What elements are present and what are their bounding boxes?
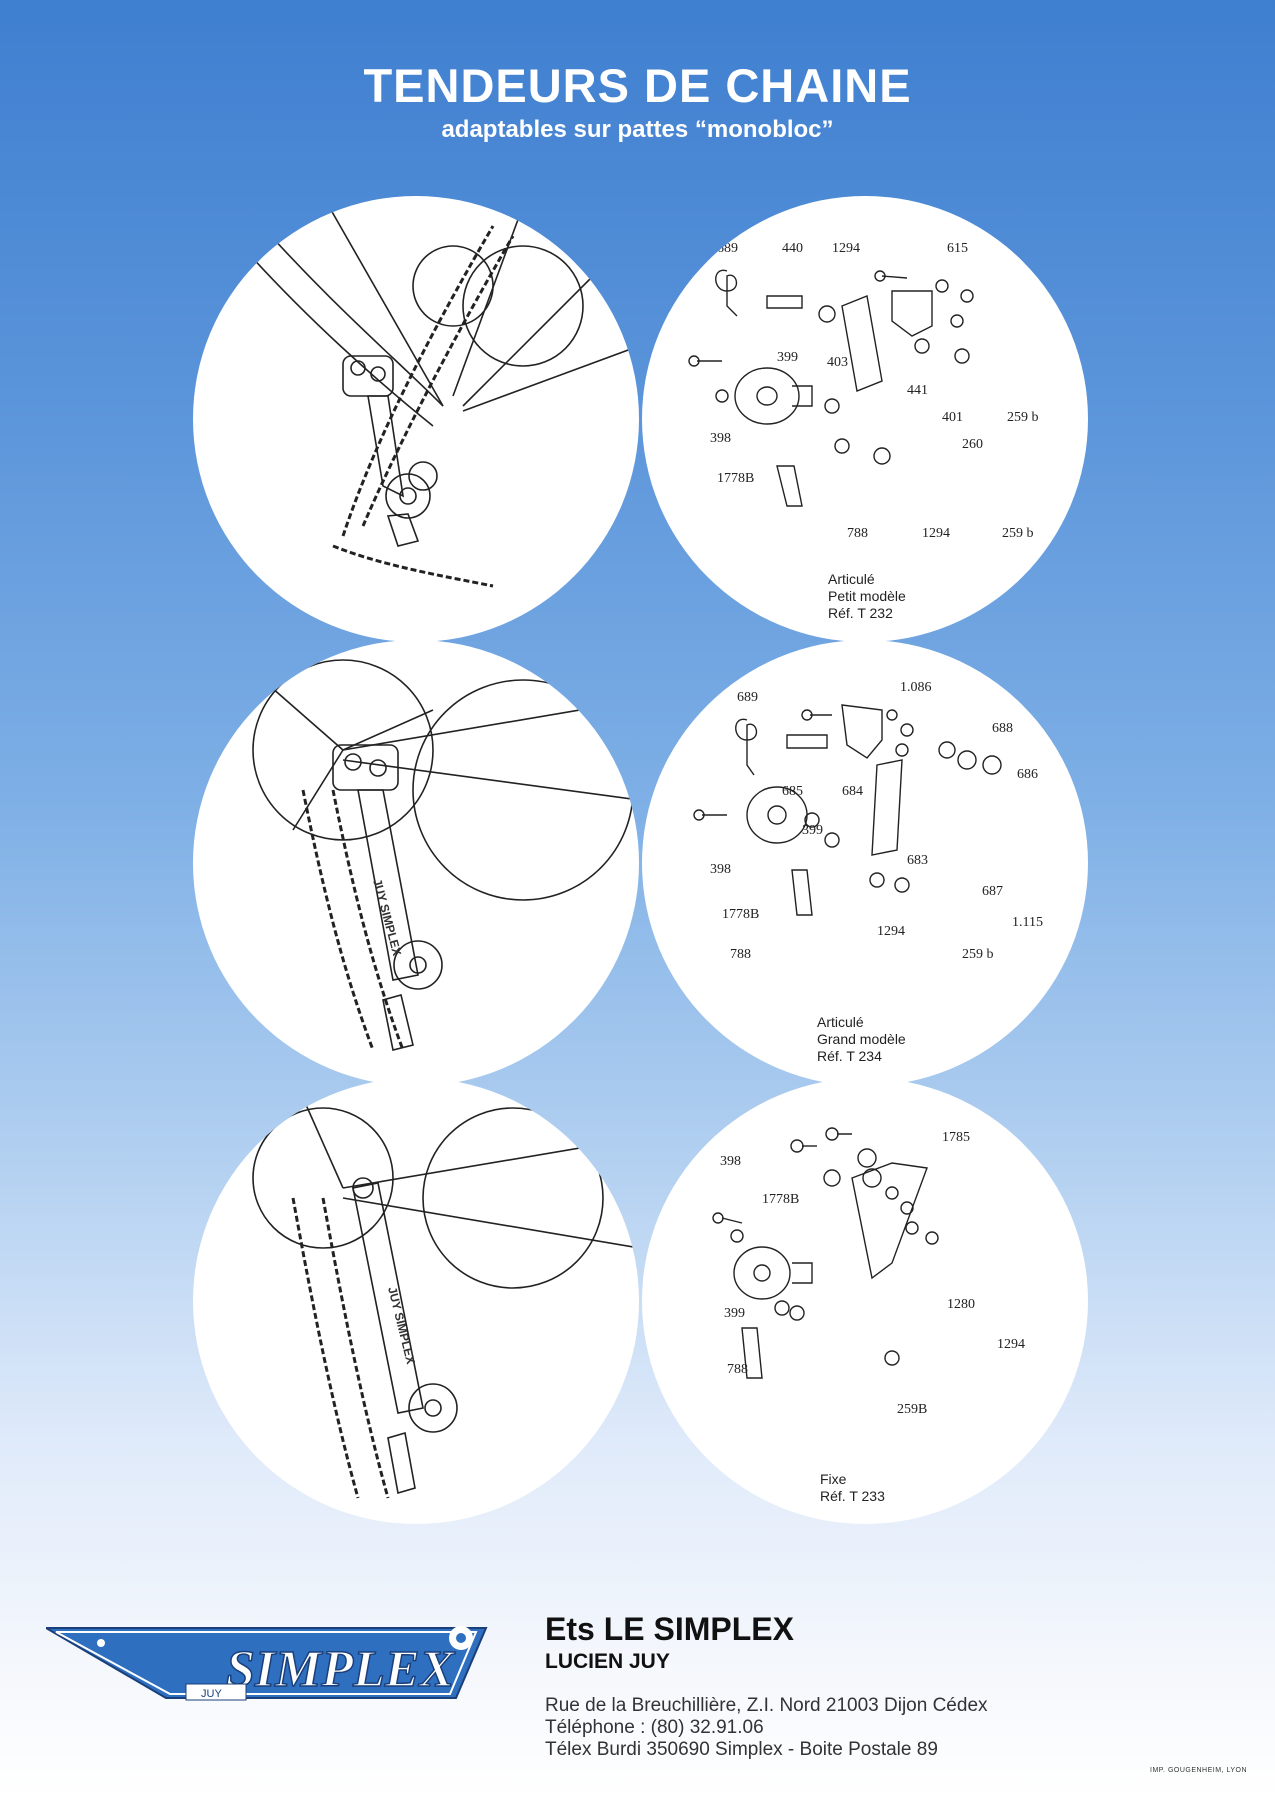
svg-text:686: 686 [1017, 767, 1038, 782]
tensioner-illustration-3: JUY SIMPLEX [252, 1097, 639, 1499]
part-number-labels-2: 689 1.086 688 686 685 684 399 398 683 68… [710, 680, 1043, 962]
svg-text:687: 687 [982, 884, 1003, 899]
arm-brand-text-3: JUY SIMPLEX [385, 1285, 418, 1365]
part-number-labels-3: 1785 398 1778B 399 1280 1294 788 259B [720, 1130, 1025, 1417]
assembled-tensioner-small [193, 196, 639, 642]
svg-text:260: 260 [962, 437, 983, 452]
svg-text:398: 398 [720, 1154, 741, 1169]
svg-text:259 b: 259 b [962, 947, 994, 962]
caption-fixed-model: Fixe Réf. T 233 [820, 1471, 885, 1504]
svg-text:683: 683 [907, 853, 928, 868]
svg-text:259B: 259B [897, 1402, 927, 1417]
svg-text:788: 788 [847, 526, 868, 541]
assembled-tensioner-large: JUY SIMPLEX [193, 640, 639, 1086]
telex-line: Télex Burdi 350690 Simplex - Boite Posta… [545, 1739, 938, 1760]
svg-text:1778B: 1778B [762, 1192, 799, 1207]
svg-text:788: 788 [727, 1362, 748, 1377]
svg-text:1.086: 1.086 [900, 680, 932, 695]
svg-text:403: 403 [827, 355, 848, 370]
svg-text:788: 788 [730, 947, 751, 962]
svg-text:1.115: 1.115 [1012, 915, 1043, 930]
svg-text:398: 398 [710, 862, 731, 877]
tensioner-illustration-1 [232, 196, 639, 588]
person-name: LUCIEN JUY [545, 1650, 670, 1673]
svg-text:399: 399 [802, 823, 823, 838]
svg-text:399: 399 [777, 350, 798, 365]
svg-text:259 b: 259 b [1002, 526, 1034, 541]
exploded-view-fixed: 1785 398 1778B 399 1280 1294 788 259B Fi… [642, 1078, 1088, 1524]
svg-text:399: 399 [724, 1306, 745, 1321]
svg-text:1280: 1280 [947, 1297, 975, 1312]
tensioner-illustration-2: JUY SIMPLEX [252, 659, 639, 1051]
printer-credit: IMP. GOUGENHEIM, LYON [1150, 1767, 1247, 1774]
svg-text:259 b: 259 b [1007, 410, 1039, 425]
svg-text:685: 685 [782, 784, 803, 799]
svg-text:684: 684 [842, 784, 863, 799]
caption-large-model: Articulé Grand modèle Réf. T 234 [817, 1014, 906, 1064]
company-name: Ets LE SIMPLEX [545, 1611, 794, 1647]
exploded-view-small: 689 440 1294 615 399 403 441 398 401 259… [642, 196, 1088, 642]
svg-text:689: 689 [717, 241, 738, 256]
svg-text:1294: 1294 [832, 241, 860, 256]
svg-text:401: 401 [942, 410, 963, 425]
part-number-labels-1: 689 440 1294 615 399 403 441 398 401 259… [710, 241, 1039, 541]
svg-text:1778B: 1778B [717, 471, 754, 486]
svg-text:1294: 1294 [922, 526, 950, 541]
svg-text:688: 688 [992, 721, 1013, 736]
svg-text:441: 441 [907, 383, 928, 398]
logo-sub: JUY [201, 1688, 222, 1700]
svg-text:689: 689 [737, 690, 758, 705]
caption-small-model: Articulé Petit modèle Réf. T 232 [828, 571, 906, 621]
address-line: Rue de la Breuchillière, Z.I. Nord 21003… [545, 1695, 988, 1716]
parts-diagram-1: 689 440 1294 615 399 403 441 398 401 259… [688, 241, 1039, 541]
svg-text:1294: 1294 [877, 924, 905, 939]
svg-text:398: 398 [710, 431, 731, 446]
svg-text:440: 440 [782, 241, 803, 256]
parts-diagram-2: 689 1.086 688 686 685 684 399 398 683 68… [693, 680, 1043, 962]
page-subtitle: adaptables sur pattes “monobloc” [441, 116, 834, 143]
svg-text:1294: 1294 [997, 1337, 1025, 1352]
logo-wordmark: SIMPLEX [226, 1641, 456, 1698]
exploded-view-large: 689 1.086 688 686 685 684 399 398 683 68… [642, 640, 1088, 1086]
parts-diagram-3: 1785 398 1778B 399 1280 1294 788 259B [712, 1127, 1025, 1417]
svg-text:615: 615 [947, 241, 968, 256]
svg-text:1778B: 1778B [722, 907, 759, 922]
page-title: TENDEURS DE CHAINE [363, 59, 912, 112]
assembled-tensioner-fixed: JUY SIMPLEX [193, 1078, 639, 1524]
phone-line: Téléphone : (80) 32.91.06 [545, 1717, 764, 1738]
svg-text:1785: 1785 [942, 1130, 970, 1145]
simplex-logo: SIMPLEX JUY [46, 1626, 488, 1701]
